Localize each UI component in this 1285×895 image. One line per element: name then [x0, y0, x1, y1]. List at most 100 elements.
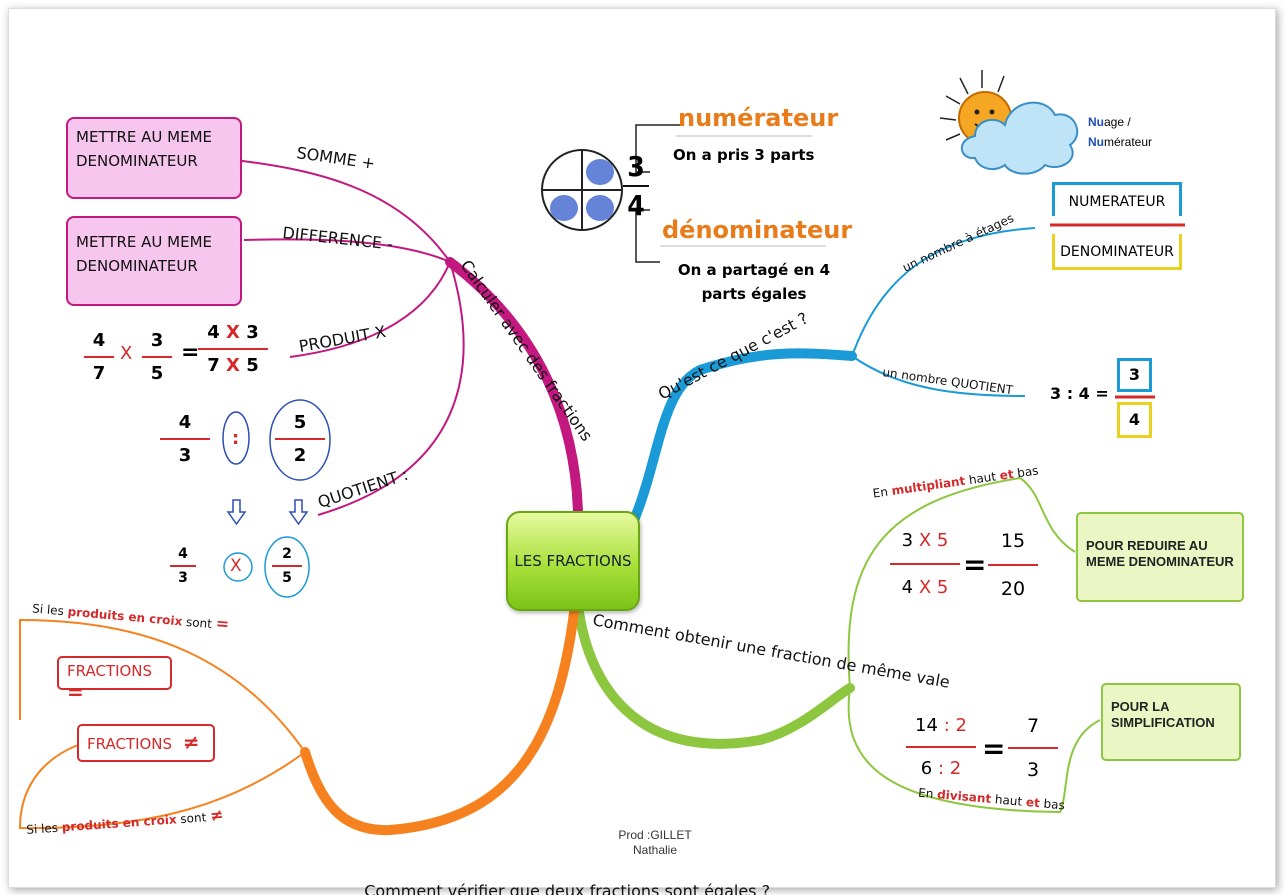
ex2-r-den: 3: [1026, 759, 1040, 781]
credit-line2: Nathalie: [632, 843, 678, 857]
intro-den: 4: [627, 189, 645, 222]
branch-verifier-line: [300, 600, 580, 836]
box-simpl-line2: SIMPLIFICATION: [1111, 715, 1215, 730]
produit-b-num: 3: [150, 330, 164, 351]
produit-a-num: 4: [92, 330, 106, 351]
produit-eq: =: [181, 340, 200, 365]
box-fractions-differentes: FRACTIONS ≠: [77, 724, 215, 762]
sub-quotient-def-line: [851, 355, 1026, 397]
branch-equivalente-line: [573, 600, 855, 749]
box-neq-sym: ≠: [182, 730, 200, 754]
central-topic-label: LES FRACTIONS: [514, 552, 632, 570]
quotient1-b-num: 5: [293, 412, 307, 433]
produit-r-num-op: X: [226, 322, 240, 343]
intro-denominateur-desc1: On a partagé en 4: [677, 261, 831, 279]
bot-pre: Si les: [25, 820, 59, 837]
label-produit: PRODUIT X: [297, 322, 387, 356]
central-topic[interactable]: LES FRACTIONS: [506, 511, 640, 611]
quotient1-b-den: 2: [293, 445, 307, 466]
equiv-ex2-eq: =: [982, 732, 1006, 765]
bot-post: sont: [179, 810, 207, 827]
box-simplification: POUR LA SIMPLIFICATION: [1101, 683, 1241, 761]
branch-definition-line: [627, 348, 857, 530]
box-fractions-egales: FRACTIONS =: [57, 656, 172, 704]
intro-numerateur-title: numérateur: [678, 104, 839, 132]
equiv-ex2-result: 7 3: [1008, 715, 1058, 781]
produit-r-num-a: 4: [207, 322, 220, 343]
definition-quotient-num: 3: [1117, 358, 1152, 392]
label-quotient-def: un nombre QUOTIENT: [882, 365, 1015, 397]
sun-cloud-icon: [939, 70, 1079, 175]
produit-op: X: [120, 343, 133, 364]
produit-a-den: 7: [92, 363, 106, 384]
equiv-ex2-fraction: 14 : 2 6 : 2: [906, 715, 976, 779]
box-somme-line1: METTRE AU MEME: [76, 128, 212, 146]
label-etages: un nombre à étages: [900, 211, 1016, 275]
ex1-num: 3: [901, 530, 914, 551]
definition-denominateur-box: DENOMINATEUR: [1052, 234, 1182, 270]
equiv-ex1-result: 15 20: [988, 530, 1038, 600]
quotient2-a-num: 4: [178, 546, 188, 562]
ex2-den: 6: [920, 758, 933, 779]
sub-div-line: [847, 687, 1101, 814]
quotient2-a-den: 3: [178, 570, 188, 586]
nuage-hl1: Nu: [1088, 115, 1104, 129]
box-neq-label: FRACTIONS: [87, 735, 173, 753]
quotient2-b-den: 5: [282, 570, 292, 586]
ex1-r-num: 15: [1000, 530, 1026, 552]
produit-r-den-op: X: [226, 355, 240, 376]
produit-r-num-b: 3: [246, 322, 259, 343]
mult-et: et: [998, 466, 1015, 483]
bot-sym: ≠: [209, 805, 225, 826]
intro-denominateur-desc: On a partagé en 4 parts égales: [664, 258, 844, 306]
box-difference-line2: DENOMINATEUR: [76, 257, 198, 275]
equiv-ex1-eq: =: [963, 548, 987, 581]
ex2-r-num: 7: [1026, 715, 1040, 737]
box-difference-denominateur: METTRE AU MEME DENOMINATEUR: [66, 216, 242, 306]
sub-produit-line: [289, 261, 451, 358]
mult-post: bas: [1016, 463, 1040, 481]
label-equivalente: Comment obtenir une fraction de même val…: [591, 610, 951, 692]
ex1-den: 4: [901, 577, 914, 598]
credit: Prod :GILLET Nathalie: [610, 828, 700, 858]
produit-b-den: 5: [150, 363, 164, 384]
intro-fraction: 3 4: [623, 150, 649, 222]
sub-etages-line: [851, 227, 1036, 357]
definition-quotient-example: 3 : 4 =: [1050, 384, 1109, 403]
label-calculer: Calculer avec des fractions: [457, 256, 597, 444]
intro-denominateur-title: dénominateur: [662, 216, 853, 244]
pie-quarters: [541, 149, 623, 231]
top-pre: Si les: [31, 601, 65, 619]
produit-r-den-b: 5: [246, 355, 259, 376]
quotient1-a-num: 4: [178, 412, 192, 433]
top-sym: =: [215, 613, 231, 634]
sub-egal-line: [19, 618, 306, 753]
nuage-hl2: Nu: [1088, 135, 1104, 149]
definition-quotient-den: 4: [1117, 402, 1152, 438]
intro-denominateur-desc2: parts égales: [701, 285, 807, 303]
produit-result: 4 X 3 7 X 5: [198, 322, 268, 376]
sub-difference-line: [243, 238, 451, 263]
div-et: et: [1025, 795, 1041, 811]
sub-somme-line: [233, 159, 451, 263]
produit-r-den-a: 7: [207, 355, 220, 376]
box-somme-line2: DENOMINATEUR: [76, 152, 198, 170]
label-difference: DIFFERENCE -: [282, 223, 394, 253]
sub-mult-line: [847, 476, 1076, 689]
ex2-num: 14: [915, 715, 938, 736]
nuage-rest1: age /: [1104, 115, 1131, 129]
label-quotient: QUOTIENT :: [315, 465, 410, 512]
top-post: sont: [185, 614, 213, 632]
sub-quotient-line: [317, 261, 465, 516]
ex1-r-den: 20: [1000, 578, 1026, 600]
div-mid: haut: [994, 792, 1023, 809]
label-somme: SOMME +: [295, 143, 376, 173]
intro-numerateur-desc: On a pris 3 parts: [673, 146, 815, 164]
credit-line1: Prod :GILLET: [618, 828, 692, 842]
